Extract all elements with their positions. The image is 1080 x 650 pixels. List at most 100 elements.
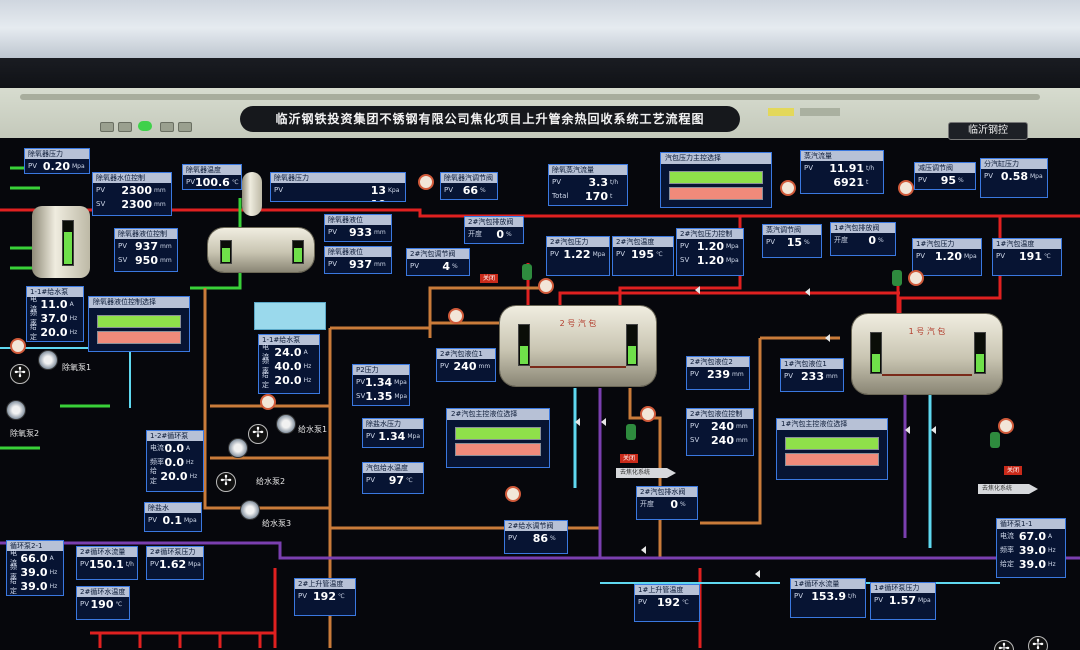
select-option-red[interactable] bbox=[455, 443, 541, 456]
select-option-red[interactable] bbox=[669, 187, 763, 200]
valve-status-icon[interactable] bbox=[908, 270, 924, 286]
valve-icon[interactable] bbox=[596, 418, 606, 426]
control-login-button[interactable]: 临沂钢控 bbox=[948, 122, 1028, 140]
select-option-green[interactable] bbox=[669, 171, 763, 184]
valve-status-icon[interactable] bbox=[10, 338, 26, 354]
valve-status-icon[interactable] bbox=[640, 406, 656, 422]
output-flow-arrow: 去焦化系统 bbox=[616, 468, 676, 478]
deaerator-pump-icon[interactable] bbox=[38, 350, 58, 370]
valve-icon[interactable] bbox=[570, 418, 580, 426]
valve-status-icon[interactable] bbox=[448, 308, 464, 324]
toolbar-button[interactable] bbox=[160, 122, 174, 132]
row-value: 40.0 bbox=[274, 359, 302, 373]
fan-icon[interactable]: ✢ bbox=[1028, 636, 1048, 650]
valve-status-icon[interactable] bbox=[260, 394, 276, 410]
control-select-panel[interactable]: 2#汽包主控液位选择 bbox=[446, 408, 550, 468]
row-key: PV bbox=[444, 186, 454, 194]
valve-status-icon[interactable] bbox=[505, 486, 521, 502]
row-value: 0.1 bbox=[162, 513, 183, 527]
valve-icon[interactable] bbox=[926, 426, 936, 434]
fan-icon[interactable]: ✢ bbox=[10, 364, 30, 384]
instrument-panel[interactable]: 除氧器压力PV13KpaSV19Kpa bbox=[270, 172, 406, 202]
row-key: SV bbox=[680, 256, 690, 264]
fan-icon[interactable]: ✢ bbox=[216, 472, 236, 492]
valve-icon[interactable] bbox=[690, 286, 700, 294]
valve-icon[interactable] bbox=[820, 334, 830, 342]
valve-icon[interactable] bbox=[750, 570, 760, 578]
valve-status-icon[interactable] bbox=[418, 174, 434, 190]
select-option-red[interactable] bbox=[785, 453, 879, 466]
feed-pump-3-icon[interactable] bbox=[240, 500, 260, 520]
select-option-green[interactable] bbox=[455, 427, 541, 440]
valve-status-icon[interactable] bbox=[998, 418, 1014, 434]
toolbar-button[interactable] bbox=[100, 122, 114, 132]
toolbar-button[interactable] bbox=[118, 122, 132, 132]
control-select-panel[interactable]: 1#汽包主控液位选择 bbox=[776, 418, 888, 480]
valve-status-icon[interactable] bbox=[538, 278, 554, 294]
row-value: 39.0 bbox=[1018, 543, 1046, 557]
valve-icon[interactable] bbox=[800, 288, 810, 296]
valve-icon[interactable] bbox=[900, 426, 910, 434]
control-select-panel[interactable]: 除氧器液位控制选择 bbox=[88, 296, 190, 352]
toolbar-button[interactable] bbox=[178, 122, 192, 132]
control-select-panel[interactable]: 汽包压力主控选择 bbox=[660, 152, 772, 208]
feed-pump-2-icon[interactable] bbox=[228, 438, 248, 458]
select-option-green[interactable] bbox=[785, 437, 879, 450]
select-option-red[interactable] bbox=[97, 331, 181, 344]
fan-icon[interactable]: ✢ bbox=[248, 424, 268, 444]
valve-status-icon[interactable] bbox=[898, 180, 914, 196]
select-option-green[interactable] bbox=[97, 315, 181, 328]
pump-icon[interactable] bbox=[6, 400, 26, 420]
row-value: 97 bbox=[388, 473, 404, 487]
output-flow-arrow: 去焦化系统 bbox=[978, 484, 1038, 494]
feed-pump-1-icon[interactable] bbox=[276, 414, 296, 434]
valve-icon[interactable] bbox=[636, 546, 646, 554]
valve-status-icon[interactable] bbox=[780, 180, 796, 196]
